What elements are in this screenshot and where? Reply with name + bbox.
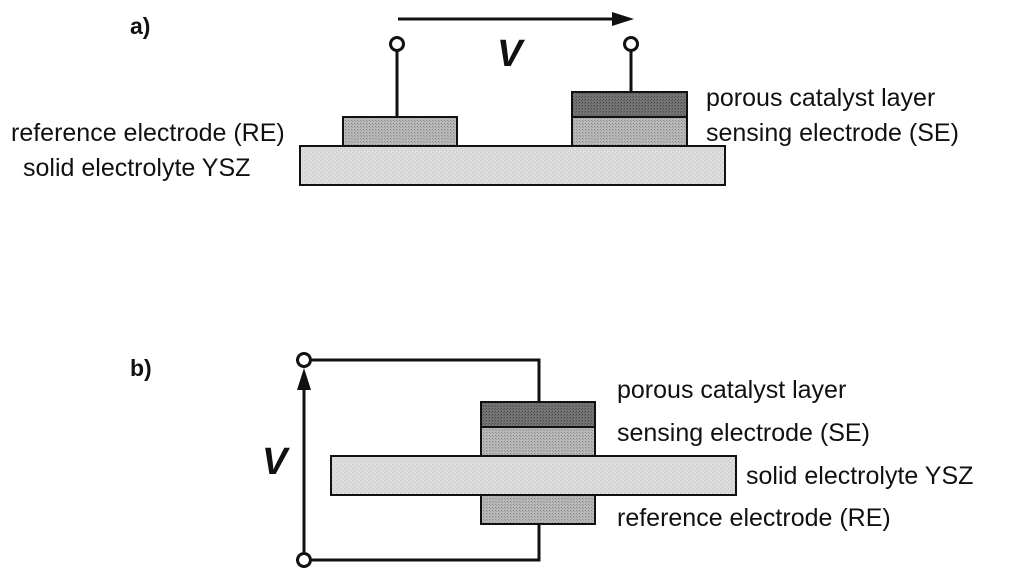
sensing-electrode-a [571,116,688,147]
electrolyte-ysz-b [330,455,737,496]
terminal-top-b [296,352,312,368]
voltage-arrow-head-b [297,368,311,390]
electrolyte-ysz-a [299,145,726,186]
label-electrolyte-b: solid electrolyte YSZ [746,462,973,490]
terminal-re-a [389,36,405,52]
label-catalyst-b: porous catalyst layer [617,376,846,404]
label-catalyst-a: porous catalyst layer [706,84,935,112]
panel-a-tag: a) [130,13,150,39]
label-reference-a: reference electrode (RE) [11,119,285,147]
catalyst-layer-a [571,91,688,118]
panel-b-tag: b) [130,355,152,381]
voltage-arrow-head [612,12,634,26]
reference-electrode-b [480,494,596,525]
terminal-bottom-b [296,552,312,568]
panel-a: a) V porous catalyst layer sensing elect… [11,12,959,186]
label-electrolyte-a: solid electrolyte YSZ [23,154,250,182]
terminal-se-a [623,36,639,52]
catalyst-layer-b [480,401,596,428]
label-reference-b: reference electrode (RE) [617,504,891,532]
wire-bottom-b [312,524,541,562]
reference-electrode-a [342,116,458,147]
wire-top-b [312,358,541,402]
label-sensing-b: sensing electrode (SE) [617,419,870,447]
sensing-electrode-b [480,426,596,457]
voltage-label-b: V [262,441,290,483]
panel-b: b) V porous catalyst layer sensing elect… [130,352,973,568]
label-sensing-a: sensing electrode (SE) [706,119,959,147]
voltage-label-a: V [497,33,525,75]
